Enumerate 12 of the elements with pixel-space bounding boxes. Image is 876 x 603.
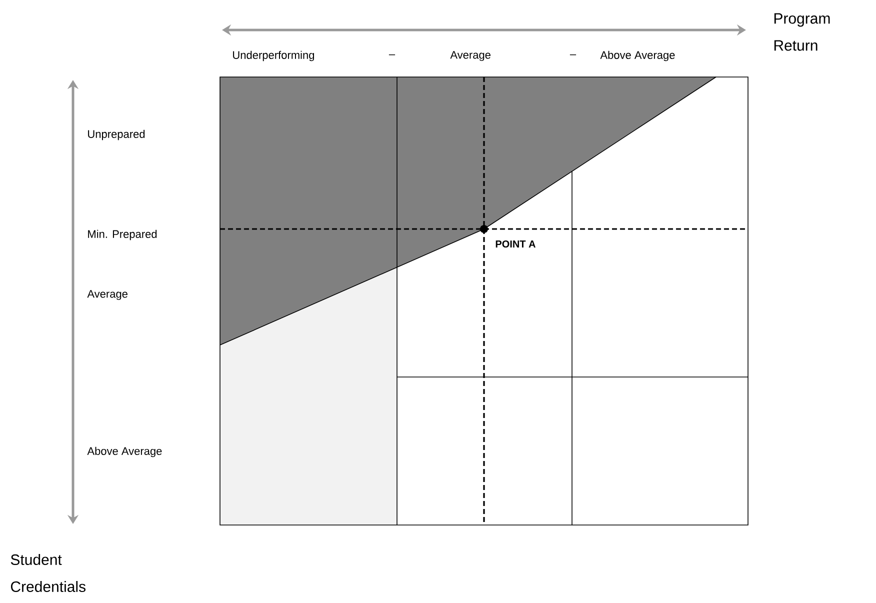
axis-label: Above Average — [87, 446, 162, 458]
axis-label: – — [388, 54, 396, 56]
axis-label: Average — [450, 51, 490, 61]
point-label: POINT A — [496, 240, 536, 248]
axis-title: Student Credentials — [10, 554, 86, 592]
axis-label: Above Average — [600, 50, 675, 62]
axis-label: Unprepared — [88, 130, 145, 140]
axis-label: Min. Prepared — [88, 230, 157, 240]
axis-label: Average — [87, 290, 128, 300]
axis-title: Program Return — [774, 13, 830, 51]
axis-label: Underperforming — [233, 50, 314, 62]
axis-label: – — [570, 54, 576, 56]
